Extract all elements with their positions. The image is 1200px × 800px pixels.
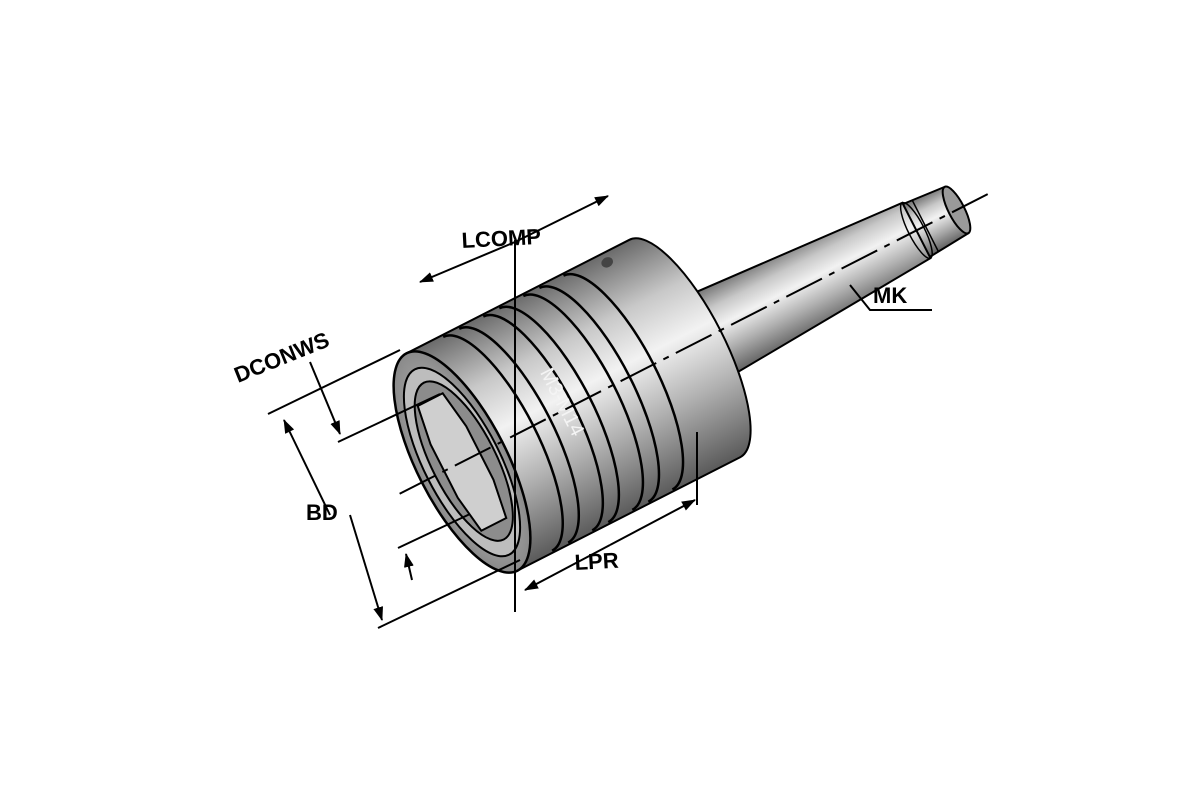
tap-chuck: M3-M14: [392, 185, 989, 574]
lcomp-arrow: [514, 195, 609, 243]
center-line: [399, 193, 989, 495]
mk-leader: [849, 284, 932, 311]
bd-arrow: [283, 419, 331, 516]
lpr-label: LPR: [574, 548, 619, 575]
dconws-arrow: [309, 361, 341, 435]
bd-label: BD: [306, 500, 338, 525]
lpr-arrow: [609, 499, 696, 546]
mk-label: MK: [873, 283, 907, 308]
lcomp-label: LCOMP: [461, 224, 542, 253]
dimensions: LCOMP BD DCONWS LPR MK: [231, 195, 932, 629]
